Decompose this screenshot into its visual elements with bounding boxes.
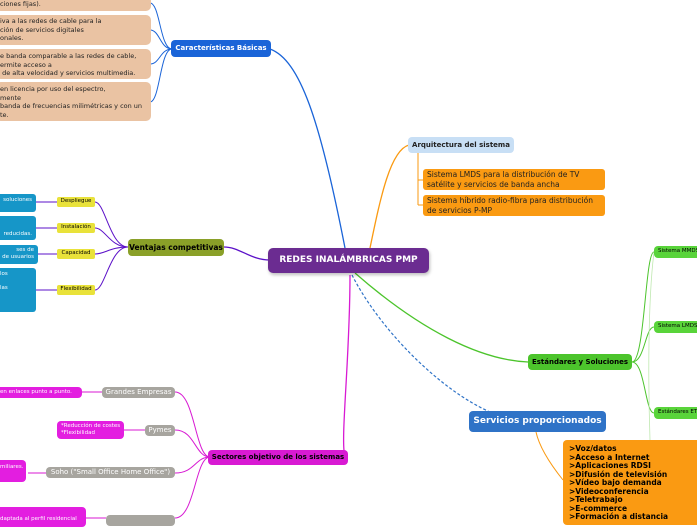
caracteristica-item-4[interactable]: en licencia por uso del espectro, mente … xyxy=(0,82,151,121)
estandar-lmds[interactable]: Sistema LMDS xyxy=(654,321,697,333)
ventaja-instalacion[interactable]: Instalación xyxy=(57,223,95,233)
caracteristicas-basicas-node[interactable]: Características Básicas xyxy=(171,40,271,57)
ventaja-flexibilidad-detail[interactable]: los las xyxy=(0,268,36,312)
sector-residencial-detail[interactable]: daptada al perfil residencial xyxy=(0,507,86,527)
sector-pymes-detail[interactable]: *Reducción de costes *Flexibilidad xyxy=(57,421,124,439)
arquitectura-sistema-node[interactable]: Arquitectura del sistema xyxy=(408,137,514,153)
servicios-proporcionados-node[interactable]: Servicios proporcionados xyxy=(469,411,606,432)
sector-residencial[interactable] xyxy=(106,515,175,526)
central-topic[interactable]: REDES INALÁMBRICAS PMP xyxy=(268,248,429,273)
caracteristica-item-1[interactable]: ciones fijas). xyxy=(0,0,151,11)
arquitectura-item-lmds[interactable]: Sistema LMDS para la distribución de TV … xyxy=(423,169,605,190)
ventaja-capacidad[interactable]: Capacidad xyxy=(57,249,95,259)
caracteristica-item-2[interactable]: iva a las redes de cable para la ción de… xyxy=(0,15,151,45)
sector-grandes-empresas-detail[interactable]: en enlaces punto a punto. xyxy=(0,387,82,398)
ventaja-capacidad-detail[interactable]: ses de de usuarios xyxy=(0,245,38,264)
estandares-soluciones-node[interactable]: Estándares y Soluciones xyxy=(528,354,632,370)
ventajas-competitivas-node[interactable]: Ventajas competitivas xyxy=(128,239,224,256)
sector-grandes-empresas[interactable]: Grandes Empresas xyxy=(102,387,175,398)
sector-pymes[interactable]: Pymes xyxy=(145,425,175,436)
ventaja-despliegue[interactable]: Despliegue xyxy=(57,197,95,207)
ventaja-instalacion-detail[interactable]: reducidas. xyxy=(0,216,36,240)
caracteristica-item-3[interactable]: e banda comparable a las redes de cable,… xyxy=(0,49,151,79)
sector-soho[interactable]: Soho ("Small Office Home Office") xyxy=(46,467,175,478)
sector-soho-detail[interactable]: miliares. xyxy=(0,460,26,482)
ventaja-despliegue-detail[interactable]: soluciones xyxy=(0,194,36,212)
ventaja-flexibilidad[interactable]: Flexibilidad xyxy=(57,285,95,295)
sectores-objetivo-node[interactable]: Sectores objetivo de los sistemas xyxy=(208,450,348,465)
estandar-et[interactable]: Estándares ET xyxy=(654,407,697,419)
estandar-mmds[interactable]: Sistema MMDS xyxy=(654,246,697,258)
arquitectura-item-hibrido[interactable]: Sistema híbrido radio-fibra para distrib… xyxy=(423,195,605,216)
servicios-list[interactable]: >Voz/datos >Acceso a Internet >Aplicacio… xyxy=(563,440,697,525)
